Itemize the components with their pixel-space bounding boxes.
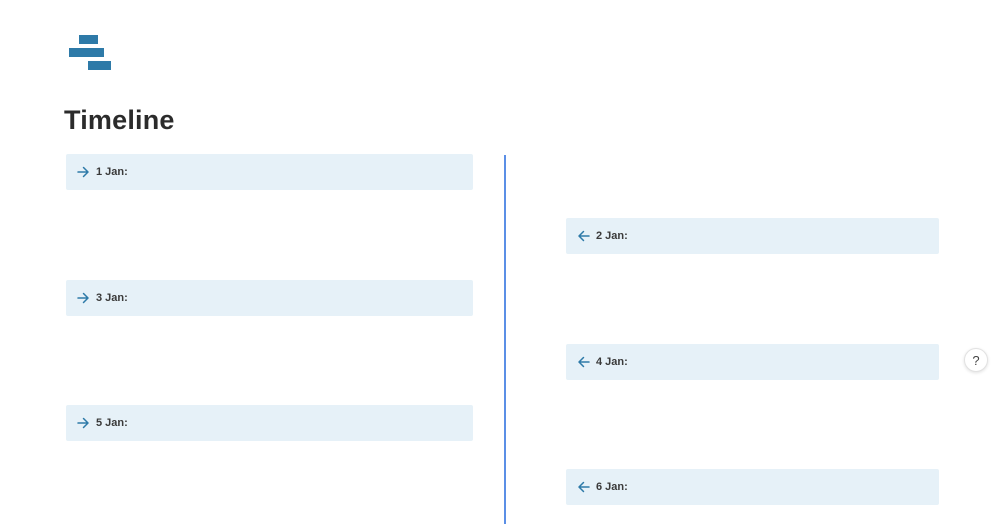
timeline-event-4-jan[interactable]: 4 Jan: xyxy=(566,344,939,380)
arrow-right-icon xyxy=(76,416,90,430)
timeline-event-1-jan[interactable]: 1 Jan: xyxy=(66,154,473,190)
logo-bar-top xyxy=(79,35,98,44)
page-title: Timeline xyxy=(64,105,175,135)
arrow-left-icon xyxy=(576,480,590,494)
arrow-right-icon xyxy=(76,291,90,305)
logo-bar-middle xyxy=(69,48,104,57)
event-date: 4 Jan: xyxy=(596,356,628,368)
timeline-event-3-jan[interactable]: 3 Jan: xyxy=(66,280,473,316)
event-date: 3 Jan: xyxy=(96,292,128,304)
timeline-event-6-jan[interactable]: 6 Jan: xyxy=(566,469,939,505)
event-date: 1 Jan: xyxy=(96,166,128,178)
event-date: 6 Jan: xyxy=(596,481,628,493)
help-button[interactable]: ? xyxy=(964,348,988,372)
timeline-event-5-jan[interactable]: 5 Jan: xyxy=(66,405,473,441)
timeline-event-2-jan[interactable]: 2 Jan: xyxy=(566,218,939,254)
arrow-left-icon xyxy=(576,355,590,369)
event-date: 2 Jan: xyxy=(596,230,628,242)
logo-icon[interactable] xyxy=(69,35,111,70)
logo-bar-bottom xyxy=(88,61,111,70)
timeline-divider xyxy=(504,155,506,524)
event-date: 5 Jan: xyxy=(96,417,128,429)
arrow-left-icon xyxy=(576,229,590,243)
arrow-right-icon xyxy=(76,165,90,179)
